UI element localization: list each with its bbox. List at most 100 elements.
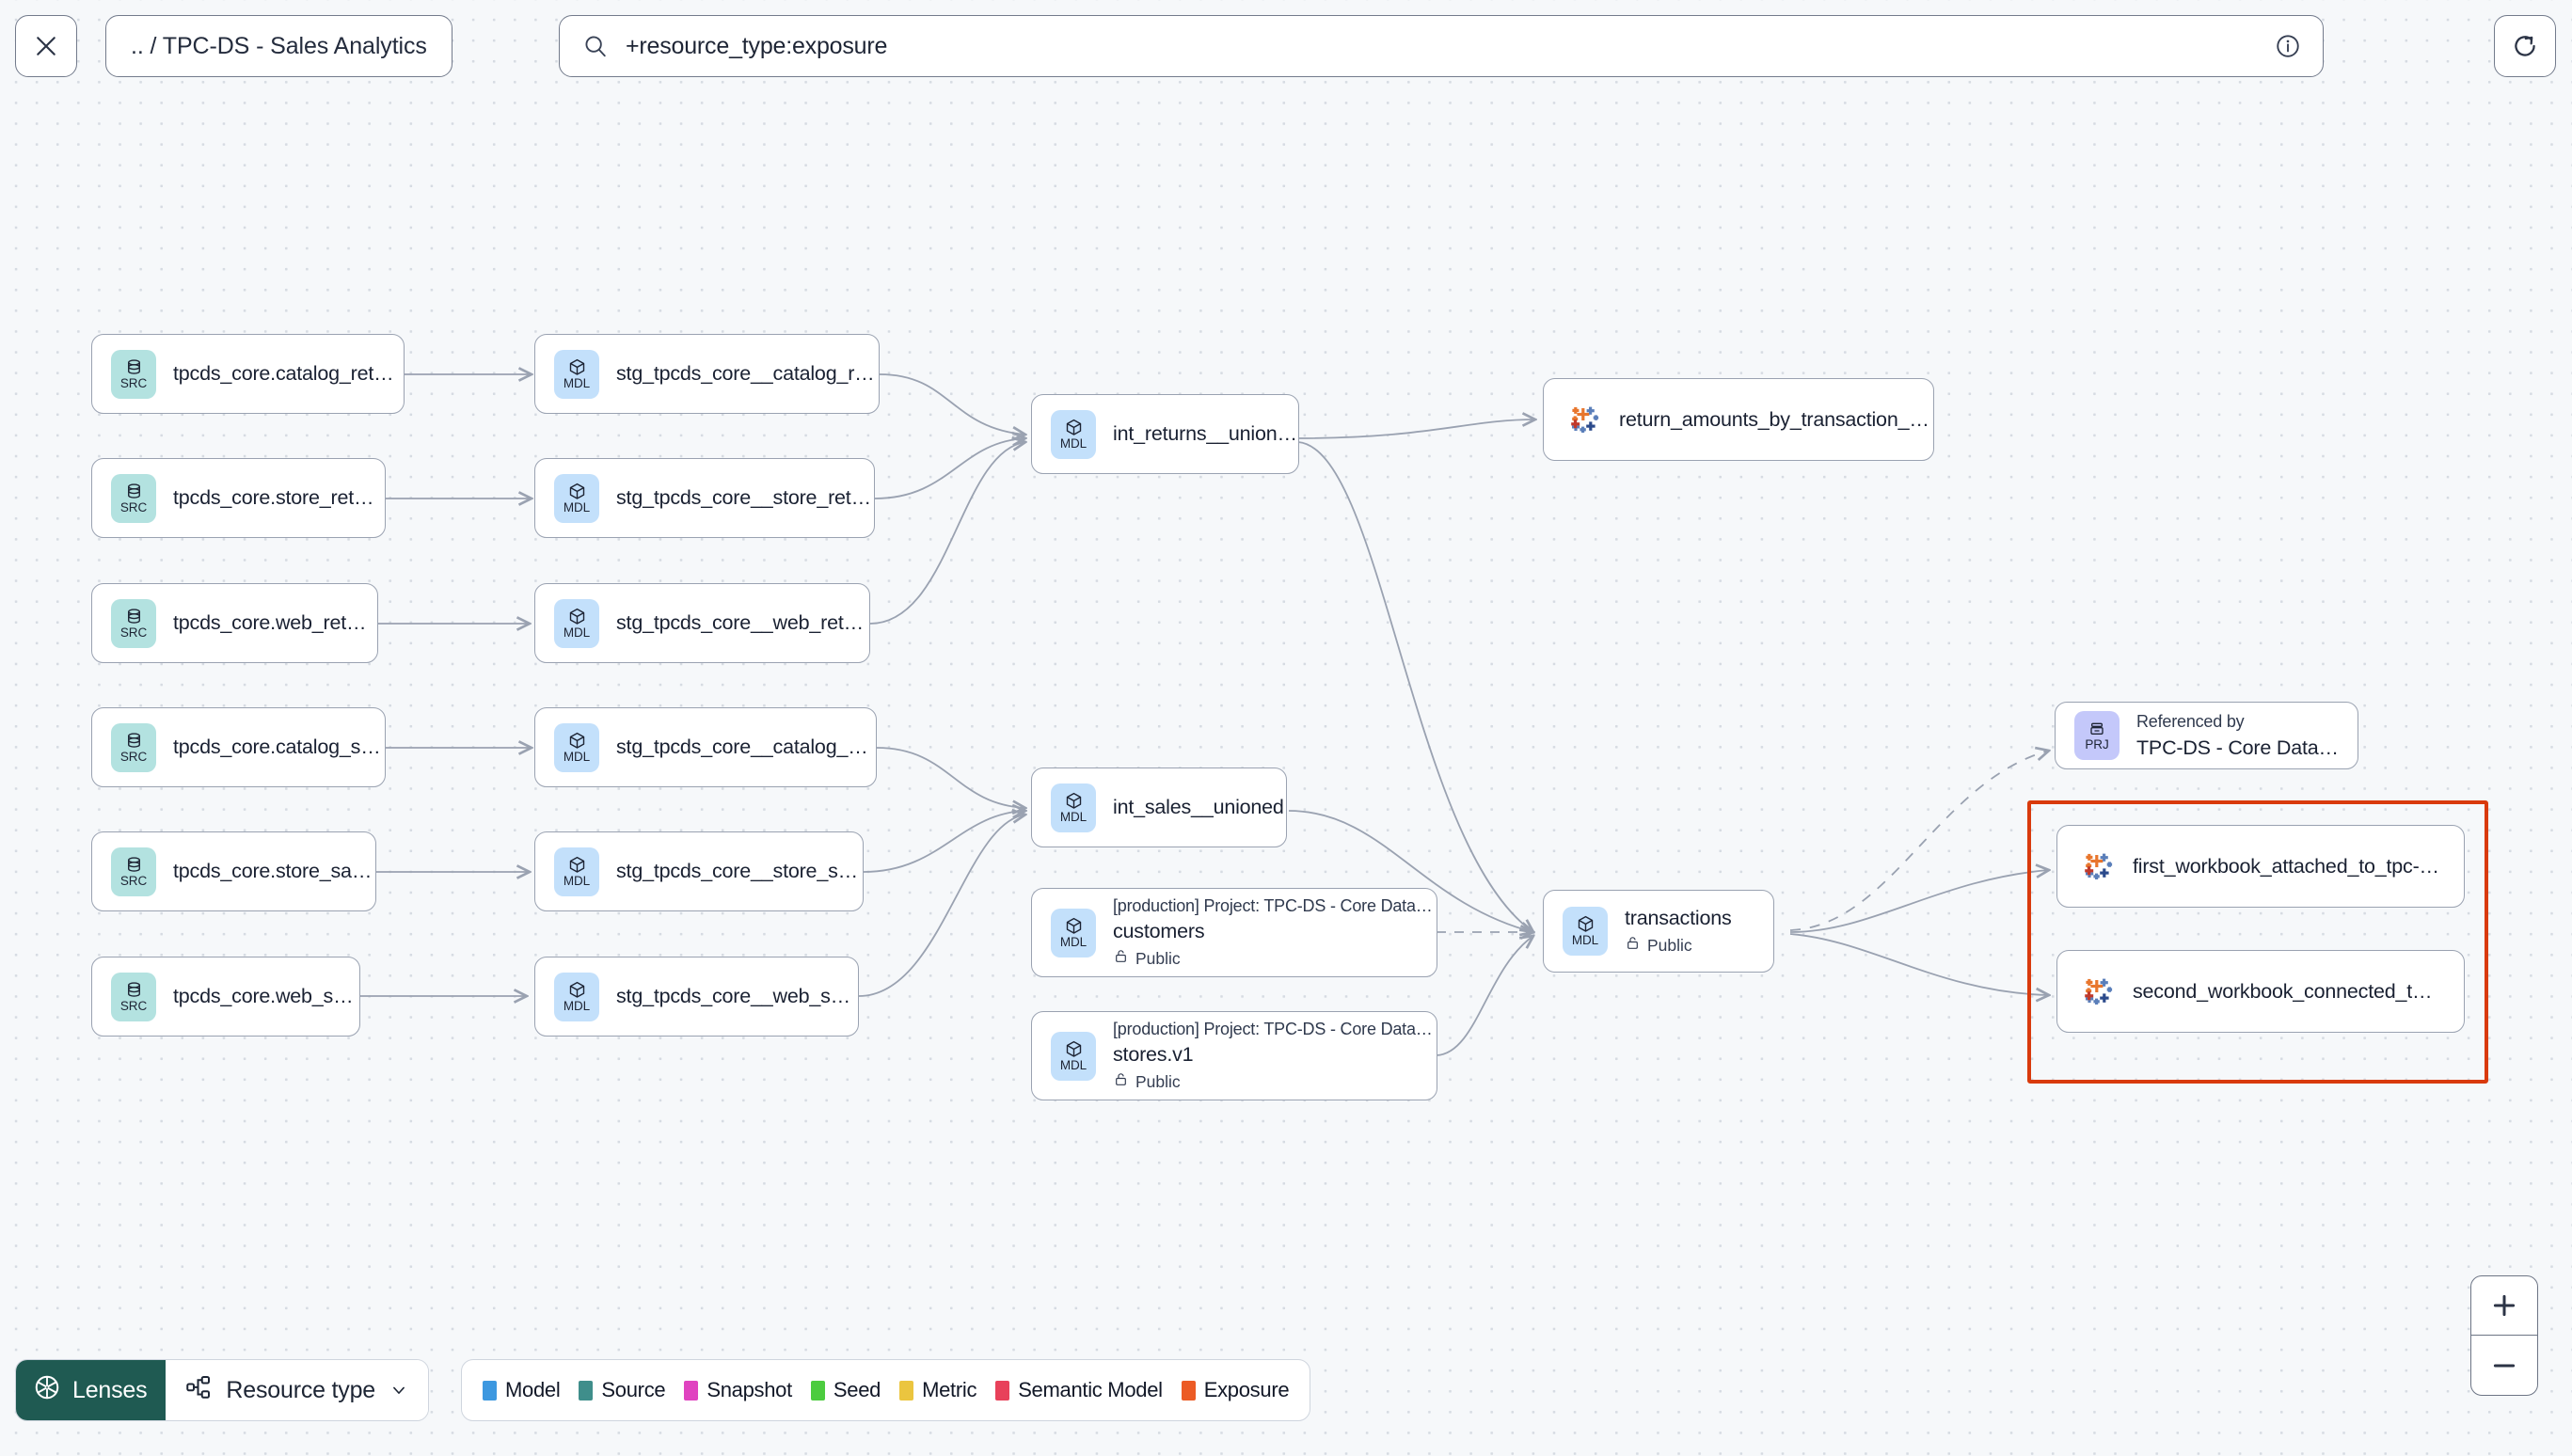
node-source-catalog-sales[interactable]: SRC tpcds_core.catalog_sales [91,707,386,787]
legend-item-model: Model [483,1378,561,1402]
node-model-stg-web-sales[interactable]: MDL stg_tpcds_core__web_sales [534,957,859,1037]
mdl-badge-label: MDL [563,625,591,640]
node-exposure-second-workbook[interactable]: second_workbook_connected_to_live… [2056,950,2465,1033]
mdl-badge: MDL [554,722,599,772]
unlock-icon [1113,1071,1129,1092]
node-title: stores.v1 [1113,1043,1194,1066]
node-title: second_workbook_connected_to_live… [2133,979,2443,1003]
node-model-stg-store-returns[interactable]: MDL stg_tpcds_core__store_returns [534,458,875,538]
database-icon [124,856,144,874]
exposure-highlight-box [2027,800,2488,1084]
node-model-stg-store-sales[interactable]: MDL stg_tpcds_core__store_sales [534,831,864,911]
breadcrumb-label: .. / TPC-DS - Sales Analytics [131,32,427,59]
stack-icon [2088,720,2106,737]
legend-swatch [684,1380,699,1401]
legend-swatch [483,1380,497,1401]
node-source-store-sales[interactable]: SRC tpcds_core.store_sales [91,831,376,911]
mdl-badge-label: MDL [563,375,591,390]
node-model-stg-catalog-sales[interactable]: MDL stg_tpcds_core__catalog_sales [534,707,877,787]
node-title: tpcds_core.catalog_sales [173,736,385,758]
cube-icon [1064,792,1084,810]
node-title: stg_tpcds_core__store_sales [616,860,863,882]
node-model-int-returns-unioned[interactable]: MDL int_returns__unioned [1031,394,1299,474]
node-title: int_returns__unioned [1113,422,1298,445]
node-title: stg_tpcds_core__web_returns [616,611,869,634]
node-access-label: Public [1647,935,1692,955]
node-exposure-return-amounts[interactable]: return_amounts_by_transaction_type [1543,378,1934,461]
src-badge: SRC [111,349,156,399]
node-title: tpcds_core.web_returns [173,611,377,634]
search-query-text: +resource_type:exposure [626,32,888,59]
mdl-badge: MDL [1051,409,1096,459]
node-exposure-first-workbook[interactable]: first_workbook_attached_to_tpc-ds_-_… [2056,825,2465,908]
src-badge-label: SRC [119,998,148,1013]
header-bar: .. / TPC-DS - Sales Analytics +resource_… [0,0,2572,109]
aperture-icon [33,1373,61,1408]
zoom-out-button[interactable] [2471,1336,2537,1395]
node-source-catalog-returns[interactable]: SRC tpcds_core.catalog_returns [91,334,405,414]
node-subtitle: [production] Project: TPC-DS - Core Data… [1113,1020,1437,1038]
src-badge: SRC [111,847,156,896]
node-title: stg_tpcds_core__store_returns [616,486,874,509]
refresh-button[interactable] [2494,15,2556,77]
node-title: first_workbook_attached_to_tpc-ds_-_… [2133,854,2443,878]
tableau-exposure-icon [1566,404,1600,435]
mdl-badge: MDL [1051,908,1096,957]
src-badge-label: SRC [119,375,148,390]
node-title: int_sales__unioned [1113,796,1284,818]
legend-item-source: Source [579,1378,666,1402]
mdl-badge-label: MDL [563,998,591,1013]
hierarchy-icon [184,1373,213,1408]
mdl-badge-label: MDL [1059,435,1088,451]
info-circle-icon[interactable] [2274,32,2302,60]
node-model-customers[interactable]: MDL [production] Project: TPC-DS - Core … [1031,888,1437,977]
node-model-transactions[interactable]: MDL transactions Public [1543,890,1774,973]
mdl-badge-label: MDL [563,499,591,514]
node-title: tpcds_core.store_sales [173,860,375,882]
cube-icon [1064,917,1084,935]
legend-item-snapshot: Snapshot [684,1378,792,1402]
node-source-store-returns[interactable]: SRC tpcds_core.store_returns [91,458,386,538]
node-source-web-returns[interactable]: SRC tpcds_core.web_returns [91,583,378,663]
legend-label: Model [505,1378,561,1401]
src-badge: SRC [111,598,156,648]
node-model-stg-catalog-returns[interactable]: MDL stg_tpcds_core__catalog_returns [534,334,880,414]
database-icon [124,732,144,750]
lenses-button[interactable]: Lenses [16,1360,167,1420]
search-input[interactable]: +resource_type:exposure [559,15,2324,77]
node-model-int-sales-unioned[interactable]: MDL int_sales__unioned [1031,768,1287,847]
cube-icon [1064,419,1084,436]
resource-type-legend: Model Source Snapshot Seed Metric Semant… [461,1359,1311,1421]
cube-icon [1576,915,1596,933]
node-source-web-sales[interactable]: SRC tpcds_core.web_sales [91,957,360,1037]
node-project-referenced-by[interactable]: PRJ Referenced by TPC-DS - Core Data Mod… [2055,702,2358,769]
tableau-exposure-icon [2080,850,2114,882]
legend-label: Seed [833,1378,881,1401]
node-model-stores-v1[interactable]: MDL [production] Project: TPC-DS - Core … [1031,1011,1437,1100]
legend-label: Exposure [1203,1378,1290,1401]
legend-item-metric: Metric [899,1378,976,1402]
mdl-badge: MDL [554,473,599,523]
node-title: return_amounts_by_transaction_type [1619,407,1933,431]
breadcrumb[interactable]: .. / TPC-DS - Sales Analytics [105,15,452,77]
close-button[interactable] [15,15,77,77]
mdl-badge-label: MDL [1571,933,1599,948]
node-title: tpcds_core.catalog_returns [173,362,404,385]
cube-icon [567,732,587,750]
src-badge-label: SRC [119,749,148,764]
cube-icon [567,981,587,999]
mdl-badge: MDL [1051,1031,1096,1081]
zoom-in-button[interactable] [2471,1276,2537,1336]
refresh-icon [2515,36,2535,56]
mdl-badge: MDL [554,598,599,648]
node-subtitle: [production] Project: TPC-DS - Core Data… [1113,896,1437,915]
node-title: stg_tpcds_core__web_sales [616,985,858,1007]
cube-icon [567,608,587,625]
resource-type-dropdown[interactable]: Resource type [166,1360,429,1420]
legend-label: Snapshot [707,1378,792,1401]
node-model-stg-web-returns[interactable]: MDL stg_tpcds_core__web_returns [534,583,870,663]
node-access: Public [1625,935,1732,956]
legend-item-exposure: Exposure [1181,1378,1290,1402]
database-icon [124,608,144,625]
prj-badge: PRJ [2074,711,2120,760]
